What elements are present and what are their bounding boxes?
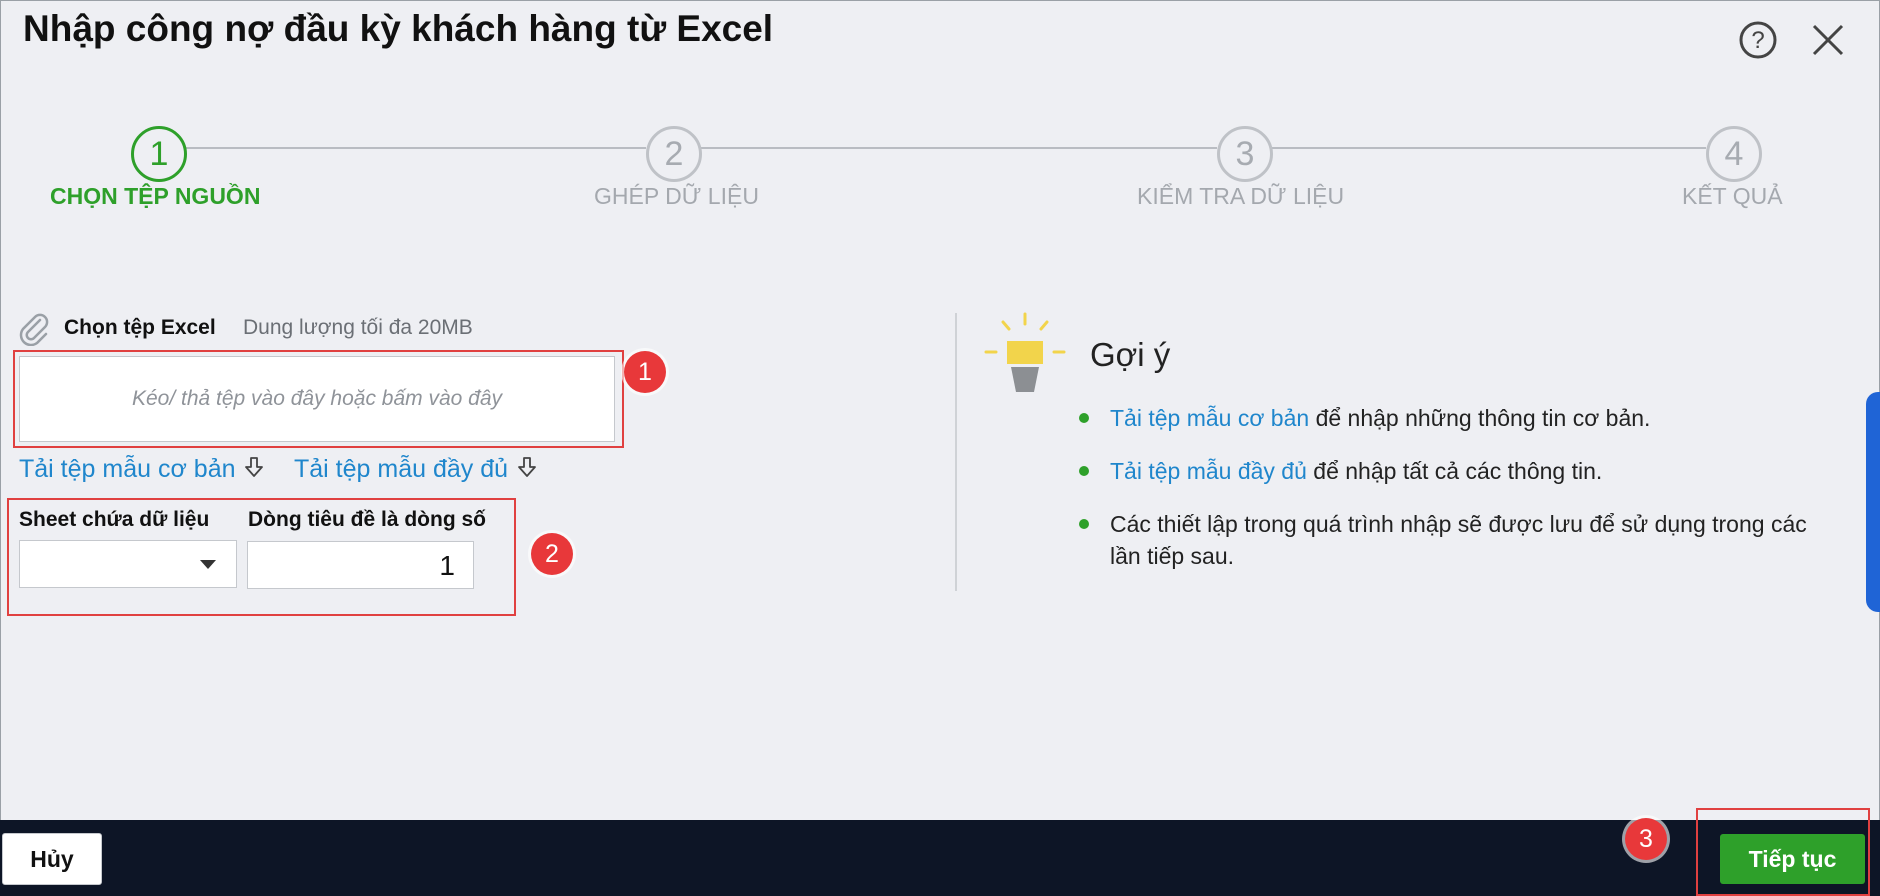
step-4-label: KẾT QUẢ [1682,183,1783,209]
step-2-label: GHÉP DỮ LIỆU [594,183,759,209]
tips-title: Gợi ý [1090,336,1171,373]
step-4-circle: 4 [1706,126,1762,182]
tip-basic-template-link[interactable]: Tải tệp mẫu cơ bản [1110,405,1310,431]
file-drop-zone[interactable]: Kéo/ thả tệp vào đây hoặc bấm vào đây [19,356,615,442]
file-size-hint: Dung lượng tối đa 20MB [243,316,473,339]
sheet-select[interactable] [19,540,237,588]
step-1-label: CHỌN TỆP NGUỒN [50,183,261,209]
basic-template-link-text: Tải tệp mẫu cơ bản [19,455,236,483]
continue-button[interactable]: Tiếp tục [1720,834,1865,884]
tip-item-3: Các thiết lập trong quá trình nhập sẽ đư… [1110,511,1807,569]
annotation-box-2 [7,498,516,616]
annotation-marker-2: 2 [531,533,573,575]
step-connector [1271,147,1706,149]
step-connector [184,147,646,149]
download-arrow-icon [518,457,536,477]
svg-text:?: ? [1751,27,1764,54]
panel-divider [955,313,957,591]
step-1-circle: 1 [131,126,187,182]
tip-bullet [1079,519,1089,529]
step-2-circle: 2 [646,126,702,182]
tip-full-template-link[interactable]: Tải tệp mẫu đầy đủ [1110,458,1307,484]
close-icon[interactable] [1808,20,1848,60]
annotation-marker-3: 3 [1625,818,1667,860]
download-arrow-icon [245,457,264,477]
side-panel-tab[interactable] [1866,392,1880,612]
step-3-label: KIỂM TRA DỮ LIỆU [1137,183,1345,209]
tip-item-2: Tải tệp mẫu đầy đủ để nhập tất cả các th… [1110,455,1602,487]
full-template-link[interactable]: Tải tệp mẫu đầy đủ [294,455,537,484]
help-icon[interactable]: ? [1738,20,1778,60]
annotation-box-3 [1696,808,1870,896]
annotation-marker-1: 1 [624,351,666,393]
tip-item-2-text: để nhập tất cả các thông tin. [1306,458,1603,484]
lightbulb-icon [984,312,1066,392]
step-connector [700,147,1217,149]
file-select-label: Chọn tệp Excel [64,316,216,339]
basic-template-link[interactable]: Tải tệp mẫu cơ bản [19,455,264,484]
tip-item-1-text: để nhập những thông tin cơ bản. [1309,405,1651,431]
dialog-footer [0,820,1880,896]
cancel-button[interactable]: Hủy [2,833,102,885]
tip-item-1: Tải tệp mẫu cơ bản để nhập những thông t… [1110,402,1650,434]
drop-zone-text: Kéo/ thả tệp vào đây hoặc bấm vào đây [131,387,503,410]
header-row-label: Dòng tiêu đề là dòng số [248,508,486,531]
step-3-circle: 3 [1217,126,1273,182]
header-row-input[interactable]: 1 [247,541,474,589]
tip-bullet [1079,413,1089,423]
dialog-title: Nhập công nợ đầu kỳ khách hàng từ Excel [23,8,774,49]
paperclip-icon [19,313,49,346]
full-template-link-text: Tải tệp mẫu đầy đủ [294,455,509,483]
sheet-label: Sheet chứa dữ liệu [19,508,210,531]
chevron-down-icon [200,560,216,569]
tip-bullet [1079,466,1089,476]
annotation-box-1 [13,350,624,448]
